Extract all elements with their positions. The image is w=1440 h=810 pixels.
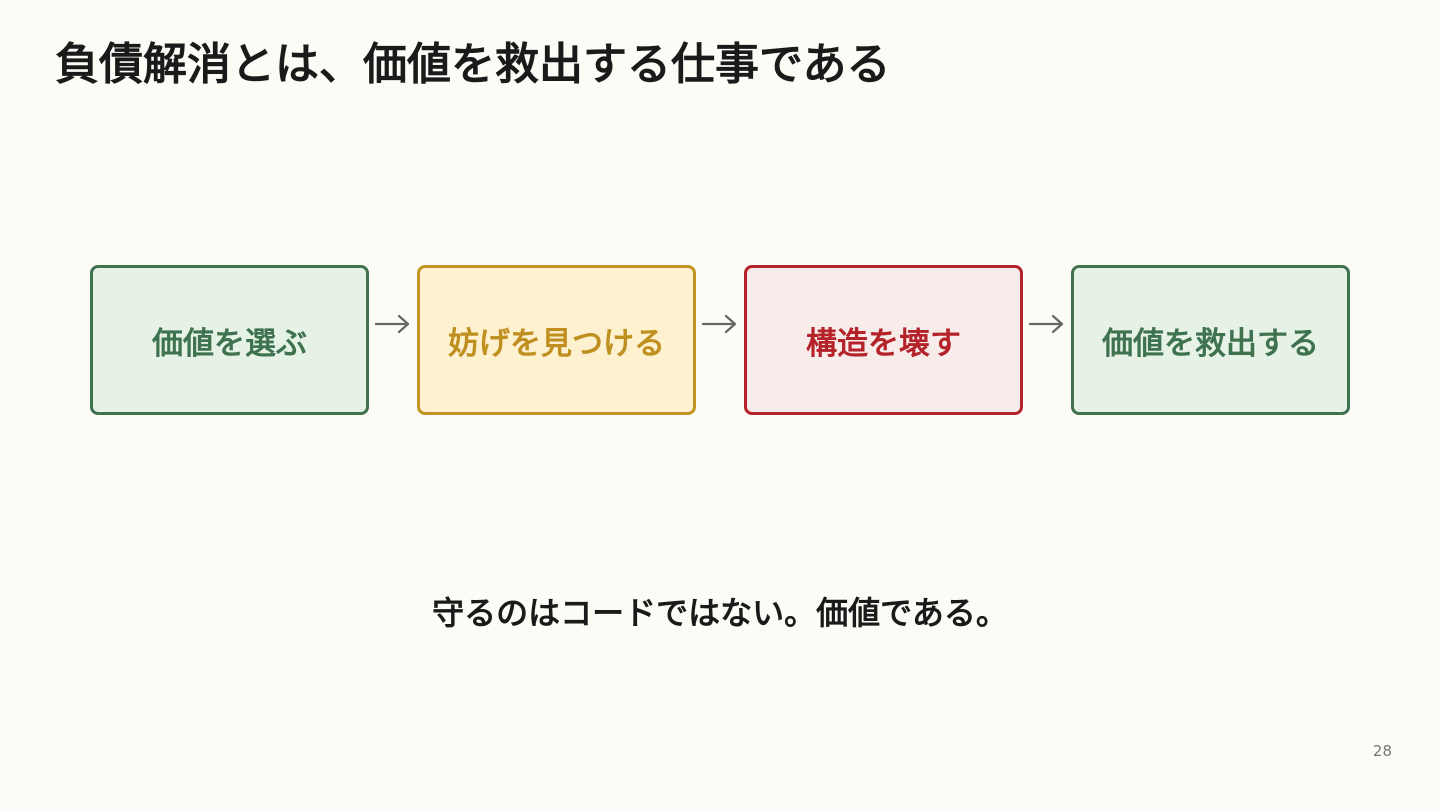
- arrow-right-icon: [1023, 265, 1071, 415]
- slide-title: 負債解消とは、価値を救出する仕事である: [55, 39, 891, 90]
- process-flow: 価値を選ぶ 妨げを見つける 構造を壊す 価値を救出する: [90, 265, 1350, 415]
- step-label: 価値を救出する: [1102, 325, 1319, 362]
- step-find-obstacles: 妨げを見つける: [417, 265, 696, 415]
- step-label: 価値を選ぶ: [152, 325, 307, 362]
- conclusion-text: 守るのはコードではない。価値である。: [432, 594, 1008, 632]
- arrow-right-icon: [369, 265, 417, 415]
- step-rescue-value: 価値を救出する: [1071, 265, 1350, 415]
- step-label: 構造を壊す: [806, 325, 961, 362]
- arrow-right-icon: [696, 265, 744, 415]
- step-select-value: 価値を選ぶ: [90, 265, 369, 415]
- page-number: 28: [1372, 742, 1392, 760]
- step-break-structure: 構造を壊す: [744, 265, 1023, 415]
- step-label: 妨げを見つける: [448, 325, 665, 362]
